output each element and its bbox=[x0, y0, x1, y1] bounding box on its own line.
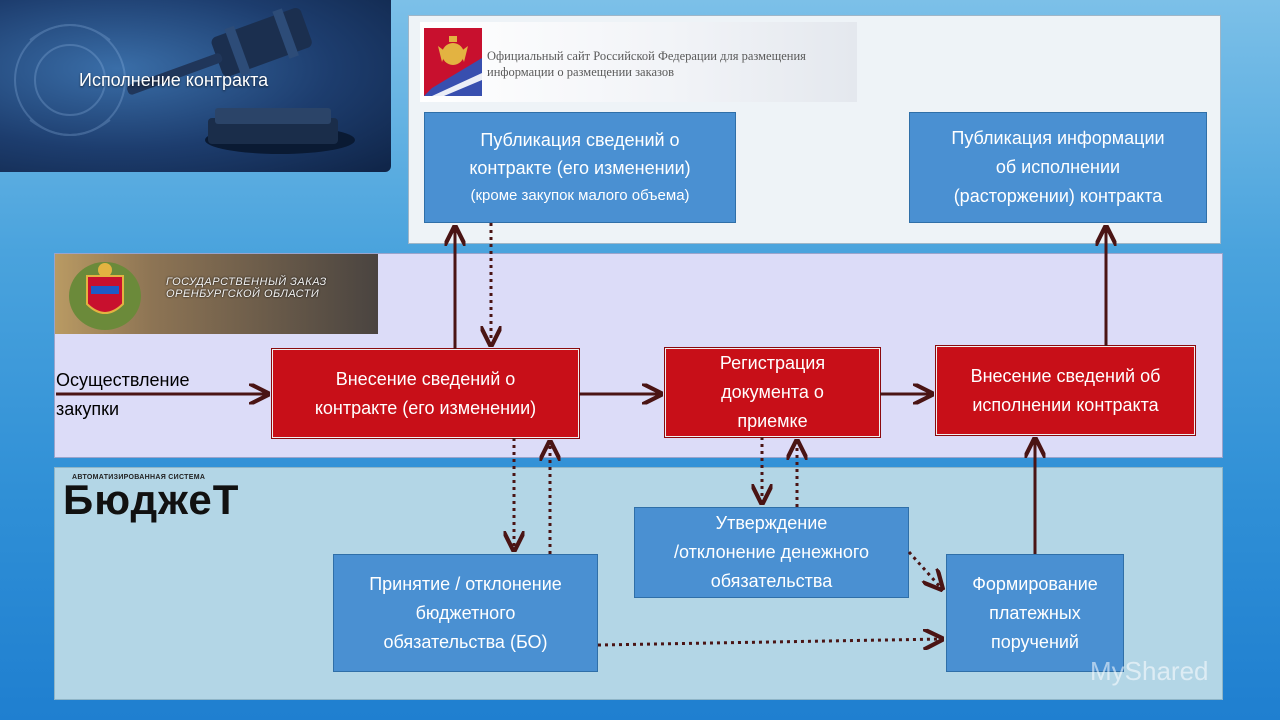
procurement-label: Осуществление закупки bbox=[56, 370, 190, 419]
box-publish-contract-note: (кроме закупок малого объема) bbox=[470, 186, 690, 204]
federal-site-banner bbox=[420, 22, 857, 102]
russian-coat-of-arms-icon bbox=[424, 28, 482, 96]
box-register-document: Регистрация документа о приемке bbox=[665, 348, 880, 437]
budget-system-logo: БюджеТ bbox=[63, 476, 240, 523]
budget-system-logo-subtitle: АВТОМАТИЗИРОВАННАЯ СИСТЕМА bbox=[72, 474, 206, 481]
gavel-icon bbox=[14, 7, 355, 154]
federal-site-banner-text: Официальный сайт Российской Федерации дл… bbox=[487, 49, 806, 79]
arrow-approve-to-payment bbox=[907, 551, 942, 589]
header-card: Исполнение контракта bbox=[0, 0, 391, 172]
orenburg-order-banner-text: ГОСУДАРСТВЕННЫЙ ЗАКАЗ ОРЕНБУРГСКОЙ ОБЛАС… bbox=[166, 276, 327, 300]
orenburg-coat-of-arms-icon bbox=[69, 262, 141, 330]
box-publish-contract-main: Публикация сведений о контракте (его изм… bbox=[469, 129, 691, 178]
box-publish-execution: Публикация информации об исполнении (рас… bbox=[909, 112, 1207, 223]
box-enter-contract: Внесение сведений о контракте (его измен… bbox=[272, 349, 579, 438]
arrow-bo-to-payment bbox=[597, 639, 942, 645]
box-publish-contract: Публикация сведений о контракте (его изм… bbox=[424, 112, 736, 223]
box-accept-budget-obligation: Принятие / отклонение бюджетного обязате… bbox=[333, 554, 598, 672]
box-enter-execution: Внесение сведений об исполнении контракт… bbox=[936, 346, 1195, 435]
watermark: MyShared bbox=[1090, 656, 1209, 686]
orenburg-order-banner bbox=[55, 254, 378, 334]
box-payment-orders: Формирование платежных поручений bbox=[946, 554, 1124, 672]
page-title: Исполнение контракта bbox=[79, 70, 269, 90]
